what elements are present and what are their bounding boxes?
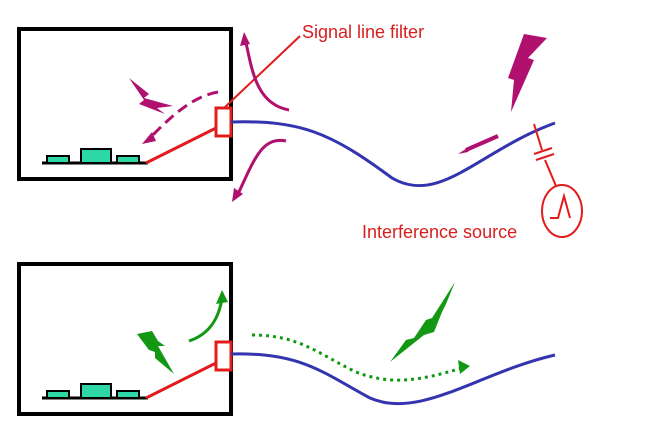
bottom-device-enclosure [17,262,233,416]
source-lead-top [533,123,543,151]
capacitor-icon [533,147,555,161]
arrow-head-icon [216,290,228,304]
diverted-noise-arrow-down [236,138,287,195]
interference-source-label: Interference source [362,222,518,242]
bottom-chip-1 [46,390,70,399]
arrow-head-icon [458,360,470,374]
diverted-noise-arrow-up [243,37,290,112]
top-chip-3 [116,155,140,164]
suppressed-noise-arrow [251,333,463,382]
bottom-chip-3 [116,390,140,399]
lightning-bolt-icon [390,282,455,362]
top-cable [230,120,556,188]
lightning-bolt-icon [508,34,547,112]
source-lead-bottom [544,159,557,187]
filter-callout-line [223,35,301,109]
arrow-head-icon [240,32,250,46]
cable-coupled-noise-arrow [465,134,499,152]
diverted-noise-arrow-up [188,297,224,343]
top-signal-trace [145,125,219,165]
bottom-circuit-board [42,383,148,400]
signal-line-filter-label: Signal line filter [302,22,425,42]
interference-source-circle [541,184,583,238]
top-chip-1 [46,155,70,164]
pulse-source-icon [550,192,571,219]
lightning-bolt-icon [129,78,173,114]
top-signal-filter [214,106,233,138]
lightning-bolt-icon [137,331,174,374]
top-circuit-board [42,148,148,165]
arrow-head-icon [232,188,243,202]
top-chip-2 [80,148,112,164]
bottom-signal-filter [214,340,233,372]
bottom-cable [230,352,556,406]
reflected-noise-arrow [148,90,219,140]
top-panel [17,27,583,238]
bottom-panel [17,262,556,416]
bottom-chip-2 [80,383,112,399]
top-device-enclosure [17,27,233,181]
arrow-head-icon [142,132,156,144]
bottom-signal-trace [145,360,219,400]
arrow-head-icon [458,145,472,154]
